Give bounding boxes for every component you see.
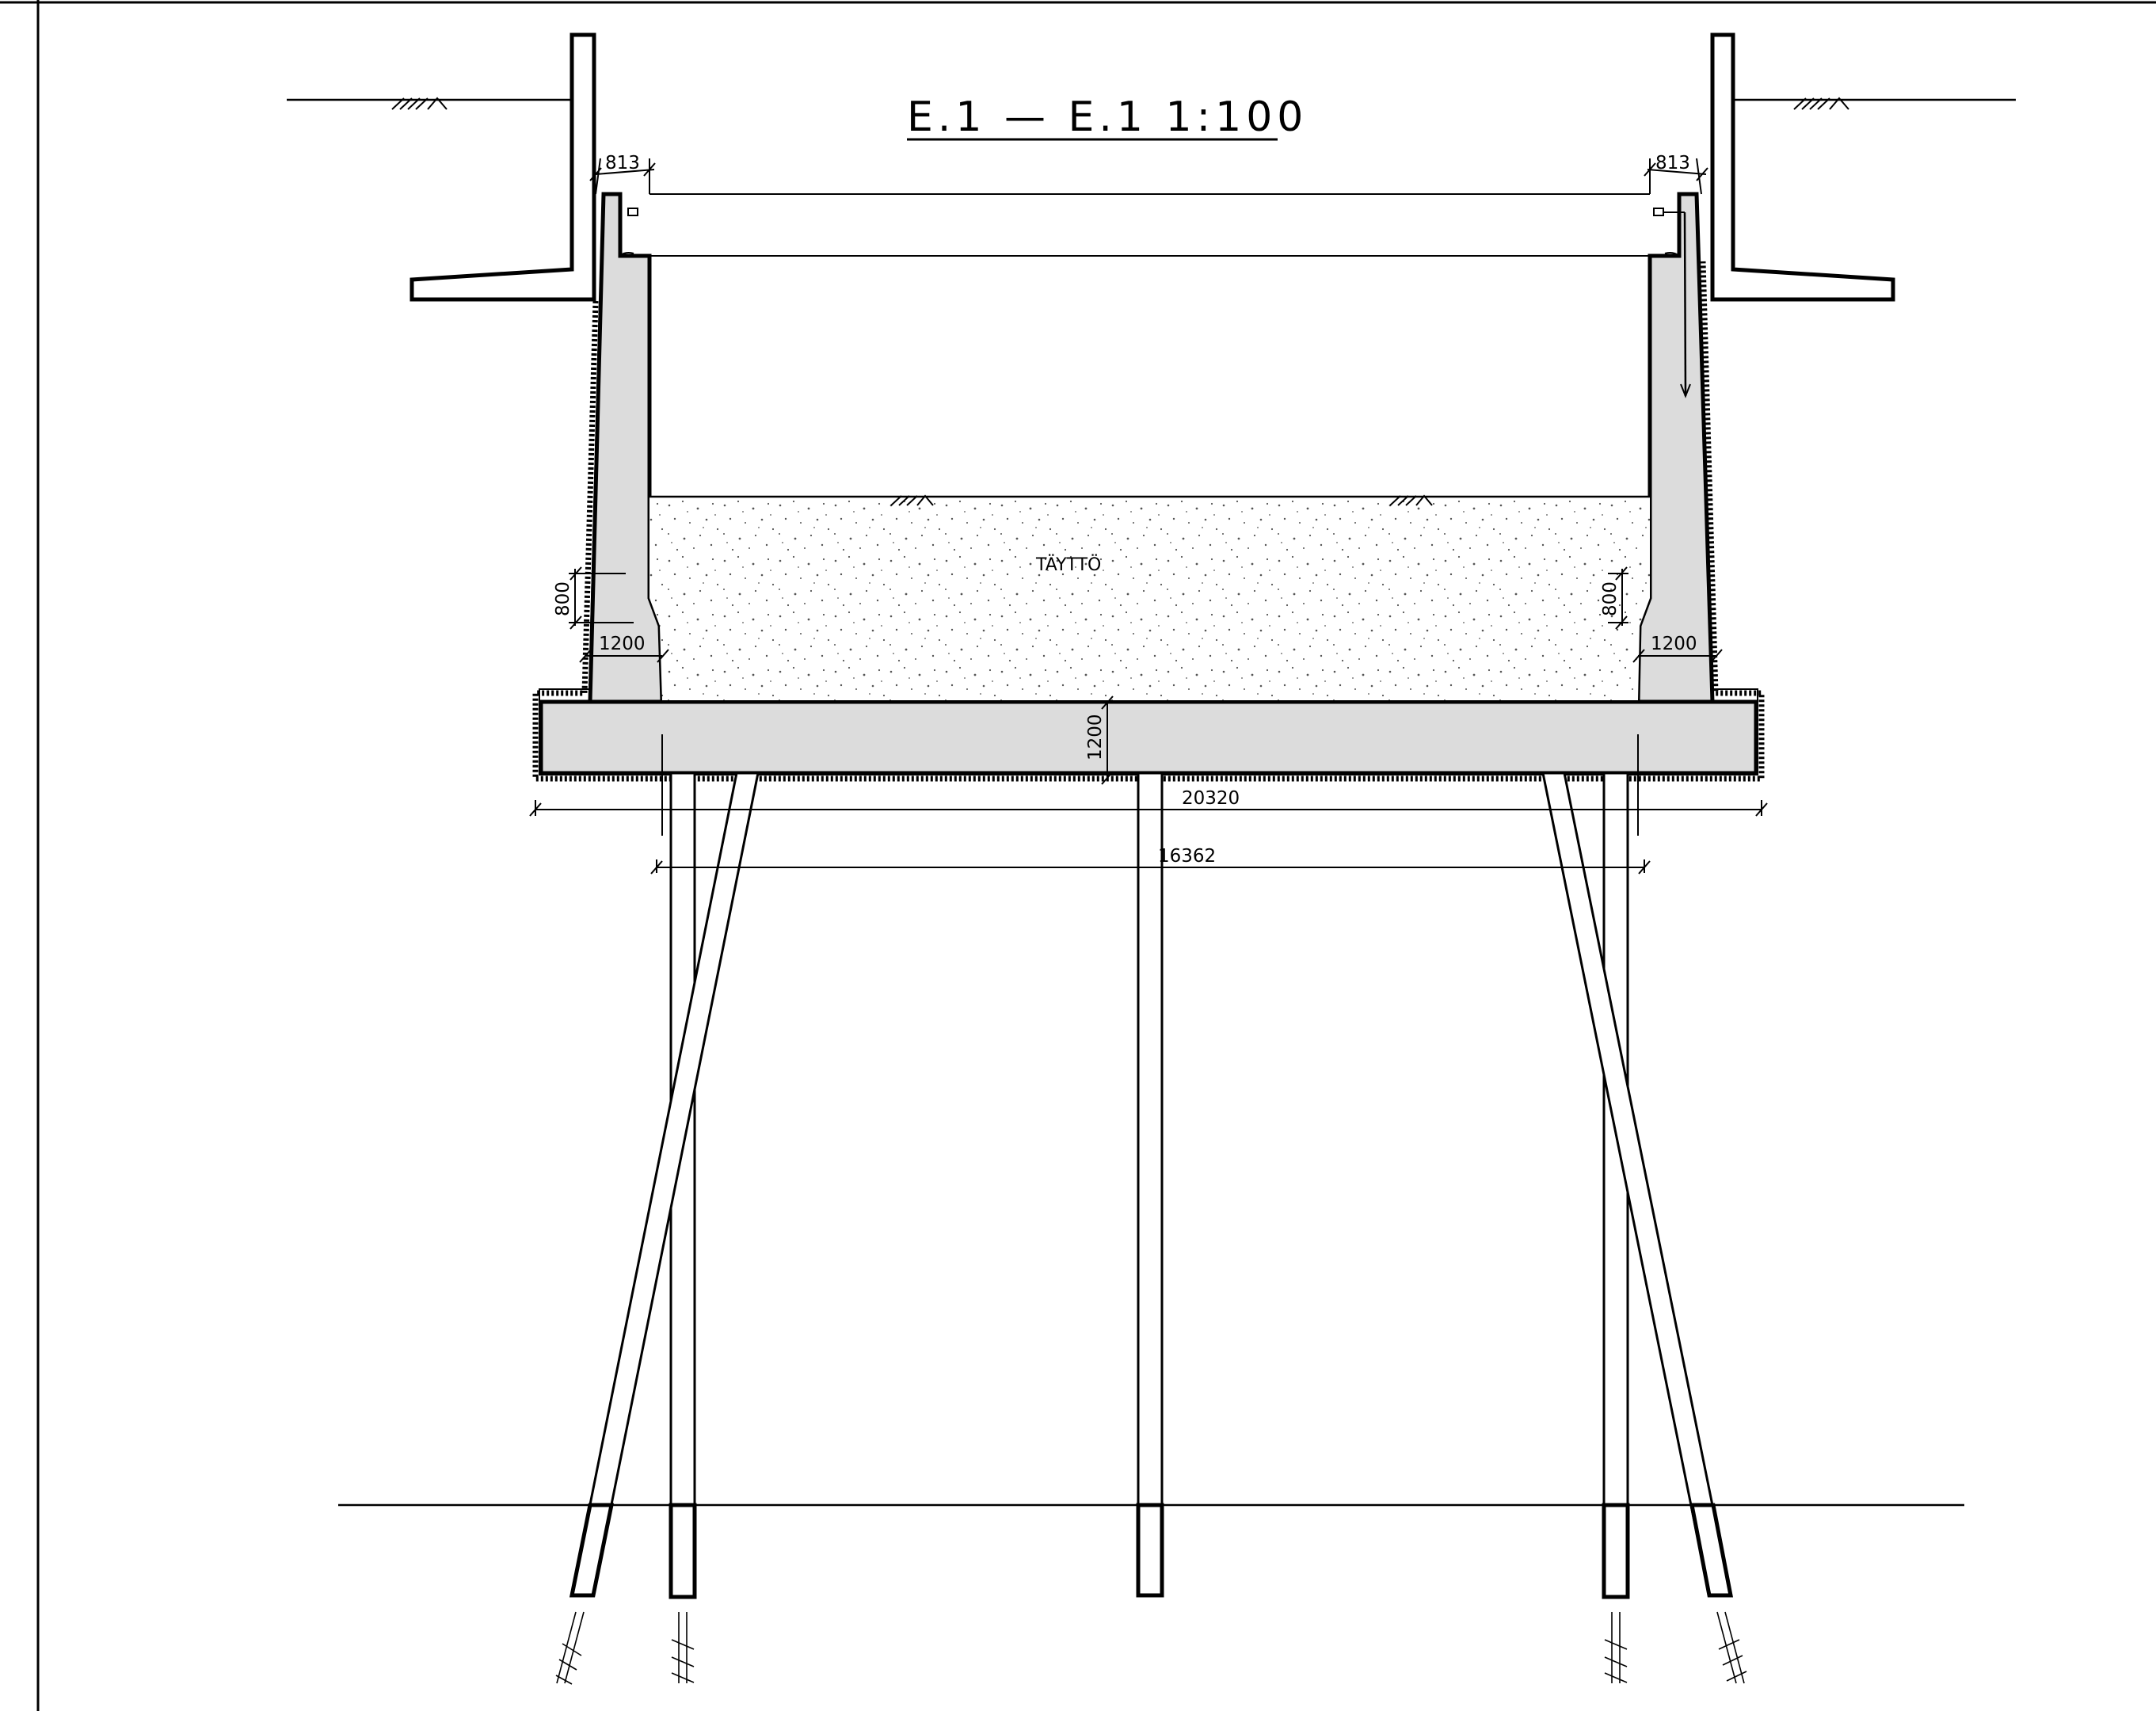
dim-800-right: 800 [1600,581,1621,616]
fill-material [649,497,1650,700]
fill-surface-marks [890,494,1433,506]
pile-tips [569,1503,1734,1599]
abutment-wall-left [588,192,665,704]
ground-line-left [287,97,570,110]
pile-left-raked [570,772,760,1597]
rock-hatch [555,1611,1747,1685]
deck-lines [619,193,1691,398]
dim-800-left: 800 [553,581,573,616]
dim-16362: 16362 [1158,846,1216,867]
wall-reference-lines [661,734,1639,836]
dim-1200-wall-left: 1200 [599,634,646,654]
abutment-wall-right [1636,192,1715,704]
ground-line-right [1728,97,2016,110]
pile-cap-slab [539,699,1758,775]
dim-1200-wall-right: 1200 [1651,634,1697,654]
pile-right-raked [1541,772,1732,1597]
title-text: E.1 — E.1 1:100 [907,93,1308,141]
piles [570,772,1732,1599]
dim-20320: 20320 [1182,788,1240,809]
dimension-lines [529,158,1768,875]
fill-label: TÄYTTÖ [1035,554,1101,575]
dim-813-right: 813 [1655,153,1690,173]
pile-right-vertical [1602,772,1629,1599]
pile-center-vertical [1137,772,1164,1597]
upper-wall-right [1710,32,1895,302]
dim-1200-slab: 1200 [1085,714,1106,760]
upper-wall-left [409,32,596,302]
dim-813-left: 813 [605,153,640,173]
section-title: E.1 — E.1 1:100 [907,93,1308,141]
